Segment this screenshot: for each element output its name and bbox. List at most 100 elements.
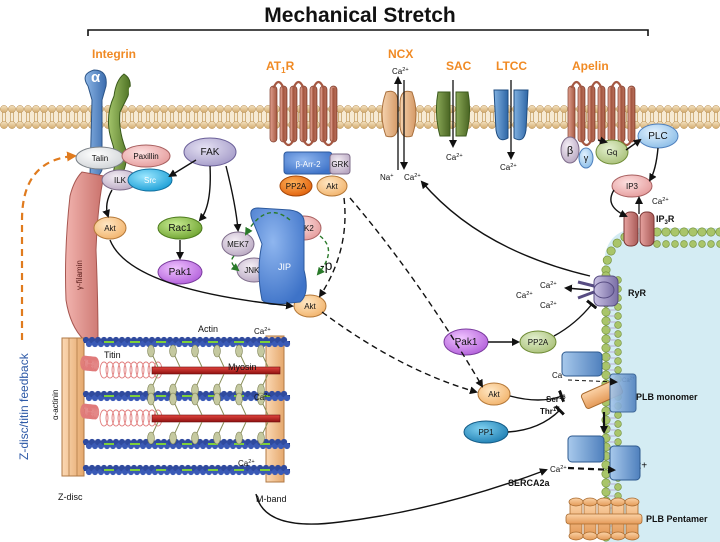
title-bracket (87, 29, 649, 36)
myosin-label: Myosin (228, 362, 257, 372)
akt-node-left-label: Akt (104, 224, 116, 233)
feedback-arrow (20, 151, 77, 340)
apelin-receptor (567, 80, 636, 147)
titin-label: Titin (104, 350, 121, 360)
mek7-node-label: MEK7 (227, 240, 249, 249)
ryr-channel: RyR (577, 275, 647, 307)
svg-text:Thr17: Thr17 (540, 407, 560, 416)
na-ncx-in: Na+ (380, 173, 394, 182)
z-disc: Z-disc α-actinin (51, 337, 85, 502)
diagram-title: Mechanical Stretch (264, 4, 455, 27)
at1r-receptor (269, 80, 338, 147)
arrow-at1r-akt-2 (349, 197, 484, 388)
ip3-node: IP3 (611, 174, 653, 198)
talin-node: Talin (75, 146, 125, 170)
jip-label: JIP (278, 262, 291, 272)
integrin-beta-symbol: β (128, 84, 136, 99)
akt-node-right: Akt (477, 382, 511, 406)
actin-label: Actin (198, 324, 218, 334)
arrow-fak-mek7 (225, 165, 242, 232)
feedback-label: Z-disc/titin feedback (17, 352, 31, 460)
ncx-exchanger (381, 76, 417, 170)
ncx-label: NCX (388, 47, 413, 61)
src-node: Src (127, 168, 173, 192)
fak-node-label: FAK (201, 147, 220, 158)
z-disc-label: Z-disc (58, 492, 83, 502)
pak1-node-left: Pak1 (157, 259, 203, 285)
arrow-ryr-ncx (420, 180, 591, 277)
arrow-ilk-akt (102, 189, 113, 218)
arrow-akt-down (321, 311, 478, 395)
ca-serca: Ca2+ (550, 465, 567, 474)
apelin-label: Apelin (572, 59, 609, 73)
arrow-serca-ca (567, 465, 616, 474)
serca-pump: SERCA2a (508, 435, 641, 488)
pp2a-label-left: PP2A (286, 182, 307, 191)
plb-pentamer-label: PLB Pentamer (646, 514, 708, 524)
talin-node-label: Talin (92, 154, 108, 163)
gamma-filamin-label: γ-filamin (75, 260, 84, 290)
jnk1-node-label: JNK1 (244, 266, 264, 275)
ca-sarcomere-2: Ca2+ (254, 393, 271, 402)
g-beta-gamma: βγ (560, 136, 594, 169)
gq-node: Gq (595, 139, 629, 165)
pak1-node-left-label: Pak1 (169, 267, 192, 278)
akt-node-right-label: Akt (488, 390, 500, 399)
pp1-node: PP1 (463, 420, 509, 444)
ca-ncx-in: Ca2+ (404, 173, 421, 182)
akt-node-center-label: Akt (304, 302, 316, 311)
grk-label: GRK (331, 160, 349, 169)
arrow-pp2a-ryr (553, 299, 598, 337)
ca-sarcomere-3: Ca2+ (238, 459, 255, 468)
arrow-akt-center (109, 239, 294, 310)
ggamma-label: γ (584, 153, 589, 163)
ca-ryr-3: Ca2+ (540, 301, 557, 310)
plb-pentamer: PLB Pentamer (565, 497, 708, 541)
arrow-plb-ca (567, 377, 618, 386)
ltcc-label: LTCC (496, 59, 527, 73)
arrow-ryr-ca (564, 284, 591, 293)
arrow-akt-plb (509, 390, 565, 403)
ip3-node-label: IP3 (626, 182, 639, 191)
ilk-node-label: ILK (114, 176, 127, 185)
arrow-jnk-green-3 (230, 255, 240, 272)
pp2a-node-right-label: PP2A (528, 338, 549, 347)
akt-label-at1r: Akt (326, 182, 338, 191)
sarcomere-filaments (80, 336, 291, 476)
paxillin-node: Paxillin (121, 144, 171, 168)
ca-ip3r: Ca2+ (652, 197, 669, 206)
plc-node-label: PLC (648, 131, 667, 142)
rac1-node: Rac1 (157, 216, 203, 240)
src-node-label: Src (144, 176, 156, 185)
alpha-actinin-label: α-actinin (51, 390, 60, 420)
gamma-filamin: γ-filamin (65, 171, 105, 341)
ip3r-label: IP3R (656, 214, 675, 226)
arrow-jnk-green-1 (244, 211, 291, 236)
integrin-alpha-symbol: α (91, 69, 101, 86)
gbeta-label: β (567, 145, 573, 157)
ip3r-channel: IP3R (623, 196, 675, 247)
arrow-gq-plc (625, 138, 642, 151)
ryr-label: RyR (628, 288, 647, 298)
akt-node-left: Akt (93, 216, 127, 240)
paxillin-node-label: Paxillin (133, 152, 158, 161)
arrow-ip3-ip3r (610, 189, 628, 218)
phospho-label: -p (320, 257, 333, 273)
arrow-fak-rac1 (198, 165, 211, 222)
arrow-plc-ip3 (648, 147, 659, 182)
plc-node: PLC (637, 123, 679, 149)
sac-label: SAC (446, 59, 472, 73)
arrow-pp1-plb (507, 405, 565, 433)
rac1-node-label: Rac1 (168, 223, 192, 234)
at1r-label: AT1R (266, 59, 295, 75)
arrow-fak-ilk (168, 159, 197, 178)
arrow-apelin-gq (597, 136, 608, 145)
pp2a-node-right: PP2A (519, 330, 557, 354)
gq-node-label: Gq (607, 148, 618, 157)
ca-ryr-1: Ca2+ (540, 281, 557, 290)
pp1-node-label: PP1 (478, 428, 494, 437)
jip-scaffold: JIP -p (250, 207, 333, 305)
